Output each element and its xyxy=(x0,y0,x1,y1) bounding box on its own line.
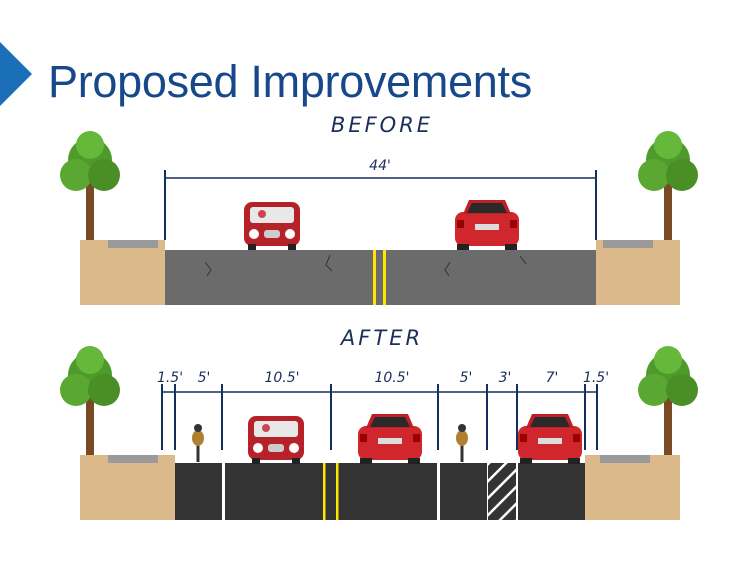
dim-buffer-left: 1.5' xyxy=(157,370,183,386)
bicycle-icon xyxy=(192,424,204,462)
dim-travel-lane-right: 10.5' xyxy=(374,370,409,386)
tree-icon xyxy=(638,131,698,240)
bicycle-icon xyxy=(456,424,468,462)
dim-bike-lane-left: 5' xyxy=(198,370,211,386)
before-road xyxy=(80,240,680,305)
before-dimension: 44' xyxy=(164,158,597,240)
dim-bike-lane-right: 5' xyxy=(460,370,473,386)
tree-icon xyxy=(60,131,120,240)
dim-buffer-right: 1.5' xyxy=(583,370,609,386)
after-road xyxy=(80,455,680,520)
car-front-icon xyxy=(244,202,300,250)
car-rear-icon xyxy=(358,414,422,464)
car-rear-icon xyxy=(518,414,582,464)
car-rear-icon xyxy=(455,200,519,250)
after-label: AFTER xyxy=(339,326,423,350)
dim-parking: 7' xyxy=(546,370,559,386)
tree-icon xyxy=(60,346,120,455)
dim-buffer-hatched: 3' xyxy=(499,370,512,386)
accent-triangle xyxy=(0,42,32,106)
before-width-label: 44' xyxy=(369,158,391,174)
tree-icon xyxy=(638,346,698,455)
page-title: Proposed Improvements xyxy=(48,56,532,107)
car-front-icon xyxy=(248,416,304,464)
dim-travel-lane-left: 10.5' xyxy=(264,370,299,386)
before-label: BEFORE xyxy=(331,113,433,137)
after-dimensions: 1.5' 5' 10.5' 10.5' 5' 3' 7' 1.5' xyxy=(157,370,609,450)
